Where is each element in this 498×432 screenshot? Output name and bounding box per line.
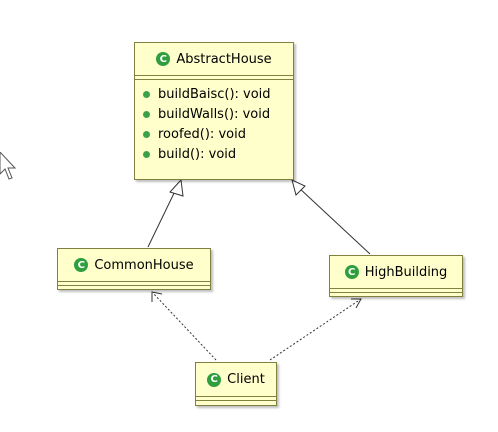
- compartment-divider: [58, 285, 210, 286]
- generalization-commonhouse: [147, 186, 178, 248]
- dependency-client-highbuilding: [269, 298, 362, 361]
- compartment-divider: [196, 396, 276, 397]
- method-signature: buildWalls(): void: [158, 106, 271, 122]
- class-header: C AbstractHouse: [135, 43, 293, 75]
- class-icon: C: [207, 372, 222, 387]
- dependency-arrowhead-highbuilding: [351, 298, 362, 309]
- class-header: C Client: [196, 363, 276, 396]
- class-icon: C: [156, 52, 171, 66]
- public-method-icon: [143, 90, 150, 98]
- compartment-divider: [58, 281, 210, 282]
- dependency-arrowhead-commonhouse: [151, 291, 163, 302]
- class-header: C CommonHouse: [58, 249, 210, 281]
- public-method-icon: [143, 150, 150, 158]
- class-icon: C: [74, 258, 89, 272]
- compartment-divider: [330, 288, 462, 289]
- class-client[interactable]: C Client: [195, 362, 277, 406]
- class-icon: C: [344, 265, 359, 279]
- public-method-icon: [143, 110, 150, 118]
- method-list: buildBaisc(): void buildWalls(): void ro…: [135, 80, 293, 167]
- compartment-divider: [135, 75, 293, 76]
- mouse-cursor-icon: [0, 152, 17, 180]
- class-commonhouse[interactable]: C CommonHouse: [57, 248, 211, 290]
- class-name: CommonHouse: [94, 257, 194, 273]
- method-signature: buildBaisc(): void: [158, 86, 271, 102]
- class-name: AbstractHouse: [176, 51, 272, 67]
- method-item: buildWalls(): void: [135, 104, 293, 124]
- class-name: Client: [227, 372, 265, 387]
- method-item: build(): void: [135, 144, 293, 164]
- method-item: buildBaisc(): void: [135, 84, 293, 104]
- method-signature: build(): void: [158, 146, 237, 162]
- class-name: HighBuilding: [364, 264, 448, 280]
- method-signature: roofed(): void: [158, 126, 246, 142]
- public-method-icon: [143, 130, 150, 138]
- class-highbuilding[interactable]: C HighBuilding: [329, 255, 463, 297]
- compartment-divider: [135, 79, 293, 80]
- compartment-divider: [330, 292, 462, 293]
- generalization-arrowhead-commonhouse: [169, 178, 184, 197]
- compartment-divider: [196, 400, 276, 401]
- class-header: C HighBuilding: [330, 256, 462, 288]
- dependency-client-commonhouse: [152, 292, 217, 361]
- class-abstracthouse[interactable]: C AbstractHouse buildBaisc(): void build…: [134, 42, 294, 180]
- generalization-arrowhead-highbuilding: [291, 179, 306, 196]
- method-item: roofed(): void: [135, 124, 293, 144]
- generalization-highbuilding: [297, 186, 371, 255]
